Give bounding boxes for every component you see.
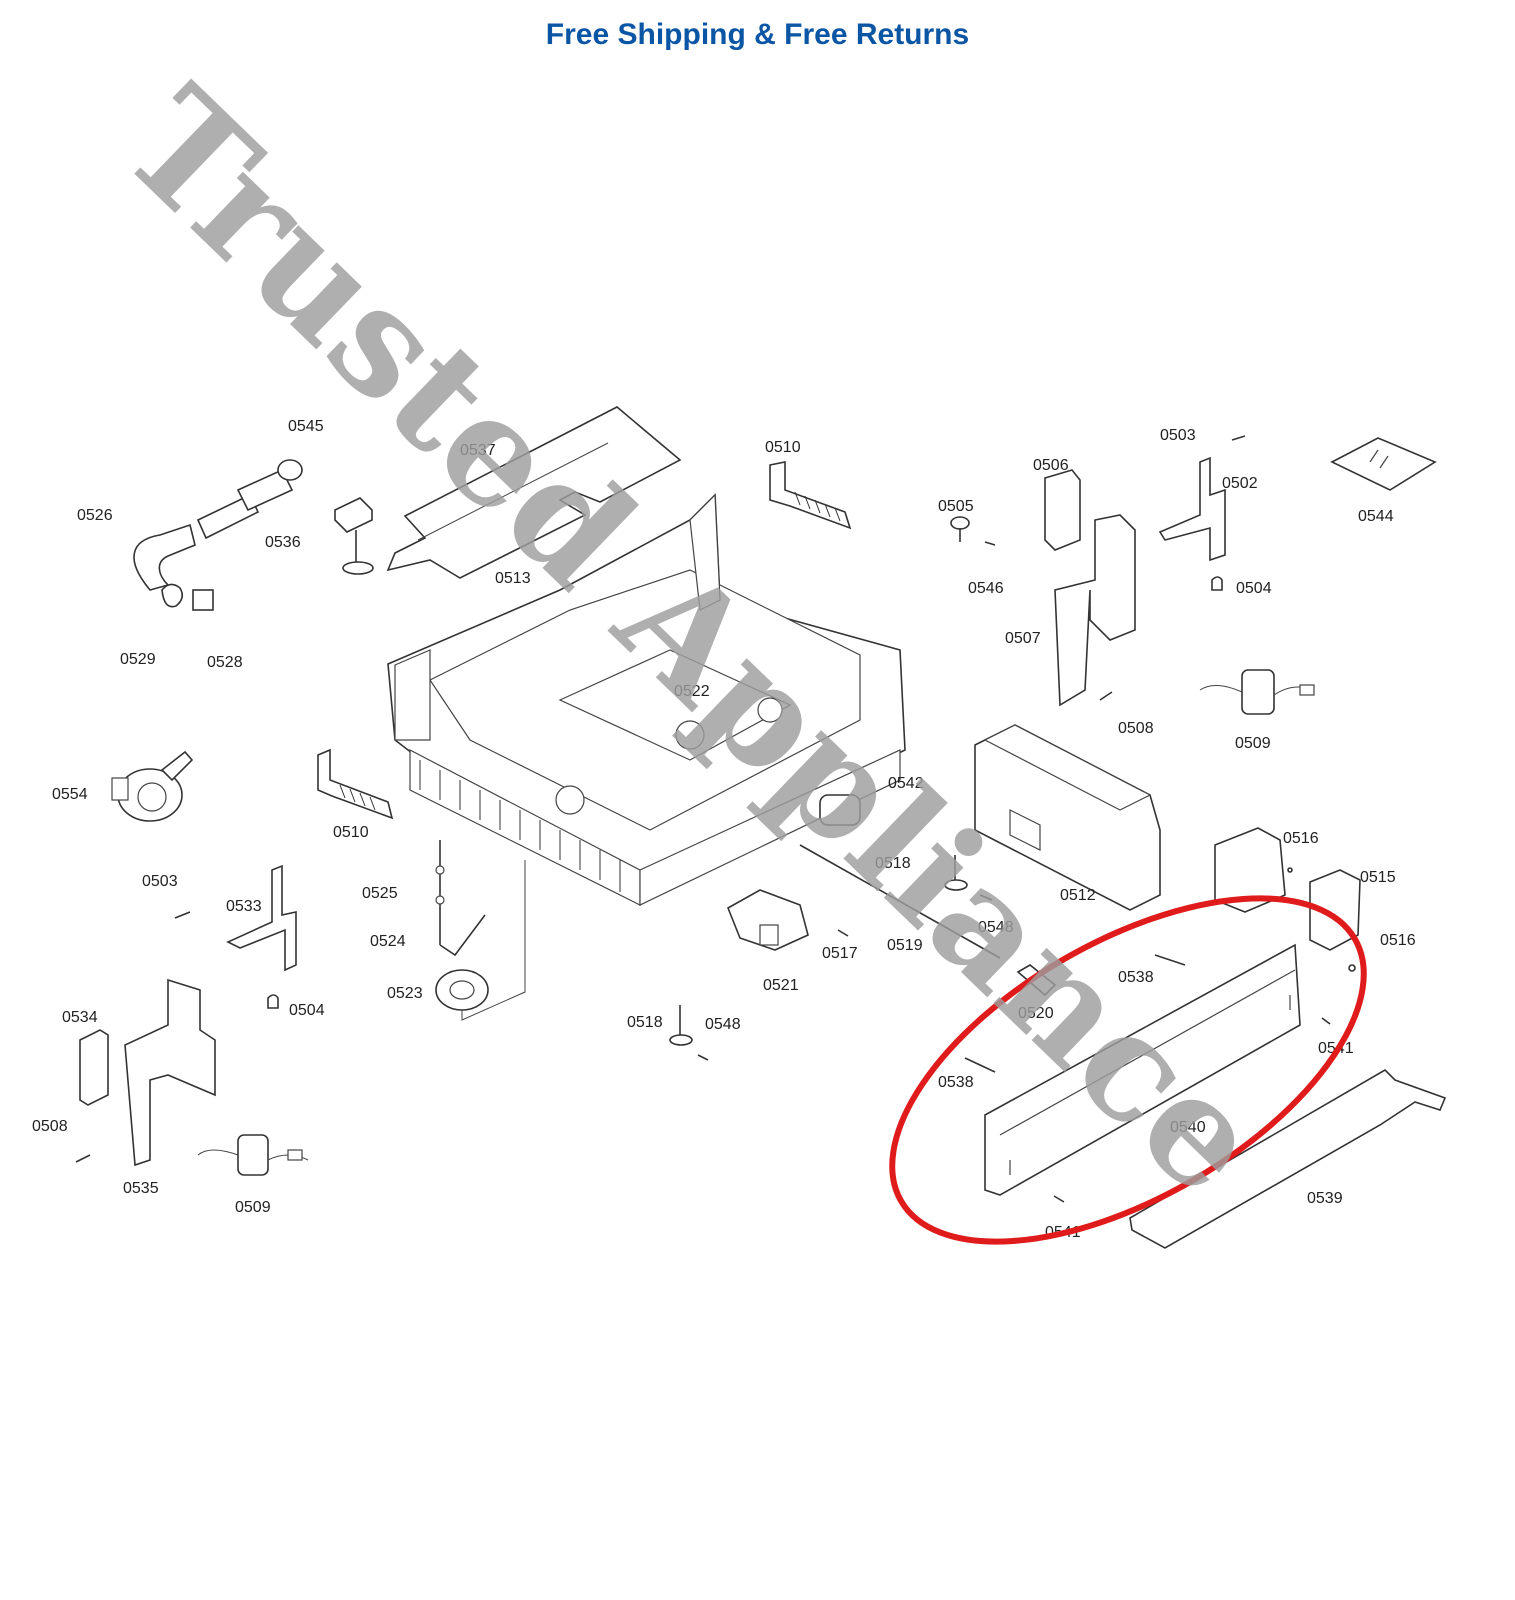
part-label: 0546: [968, 580, 1004, 597]
part-0518-screw-upper: [944, 855, 968, 891]
part-0525-rod: [435, 840, 445, 945]
part-0502-bracket: [1158, 456, 1226, 562]
part-label: 0509: [235, 1199, 271, 1216]
part-0542-sensor: [819, 794, 861, 826]
part-0526-hose: [133, 459, 303, 591]
watermark-text: Trusted Appliance: [91, 55, 1297, 1228]
part-label: 0508: [32, 1118, 68, 1135]
part-label: 0512: [1060, 887, 1096, 904]
part-label: 0529: [120, 651, 156, 668]
part-0521-valve: [726, 889, 809, 951]
part-0540-kick-panel: [984, 943, 1301, 1196]
promo-banner: Free Shipping & Free Returns: [545, 18, 970, 51]
part-label: 0522: [674, 683, 710, 700]
part-0528-bracket: [192, 589, 214, 611]
part-label: 0523: [387, 985, 423, 1002]
part-label: 0517: [822, 945, 858, 962]
part-label: 0548: [705, 1016, 741, 1033]
part-0544-plate: [1330, 437, 1437, 491]
part-0518-screw-lower: [669, 1005, 693, 1046]
part-label: 0503: [142, 873, 178, 890]
part-label: 0508: [1118, 720, 1154, 737]
part-labels: 0545 0537 0510 0503 0502 0506 0544 0526 …: [32, 418, 1416, 1241]
part-label: 0502: [1222, 475, 1258, 492]
part-label: 0518: [627, 1014, 663, 1031]
part-label: 0533: [226, 898, 262, 915]
part-0519-cable: [799, 844, 1001, 959]
part-0506-bracket: [1044, 469, 1081, 551]
part-0534-cover: [79, 1029, 109, 1106]
part-label: 0534: [62, 1009, 98, 1026]
part-label: 0510: [333, 824, 369, 841]
part-label: 0513: [495, 570, 531, 587]
part-0523-float: [435, 860, 526, 1021]
part-label: 0521: [763, 977, 799, 994]
part-label: 0515: [1360, 869, 1396, 886]
part-0535-bracket: [124, 978, 216, 1167]
part-0539-toe-plate: [1129, 1068, 1447, 1249]
part-0529-clamp: [161, 583, 184, 608]
part-label: 0526: [77, 507, 113, 524]
part-label: 0538: [1118, 969, 1154, 986]
part-label: 0504: [289, 1002, 325, 1019]
part-0524-lever: [439, 914, 486, 957]
part-label: 0520: [1018, 1005, 1054, 1022]
part-label: 0548: [978, 919, 1014, 936]
parts-artwork: [75, 406, 1447, 1249]
part-label: 0516: [1283, 830, 1319, 847]
part-0510-rail-left: [317, 748, 394, 820]
part-0505-screw: [950, 516, 970, 542]
part-label: 0518: [875, 855, 911, 872]
part-0510-rail-top: [769, 461, 852, 530]
part-label: 0535: [123, 1180, 159, 1197]
part-label: 0542: [888, 775, 924, 792]
part-label: 0544: [1358, 508, 1394, 525]
part-label: 0503: [1160, 427, 1196, 444]
part-0554-pump: [111, 750, 194, 822]
part-label: 0538: [938, 1074, 974, 1091]
part-label: 0505: [938, 498, 974, 515]
part-0509-switch-left: [197, 1134, 309, 1176]
part-0537-panel: [386, 406, 682, 579]
part-label: 0528: [207, 654, 243, 671]
part-label: 0510: [765, 439, 801, 456]
part-label: 0516: [1380, 932, 1416, 949]
part-label: 0525: [362, 885, 398, 902]
part-0533-bracket: [226, 864, 297, 972]
part-label: 0537: [460, 442, 496, 459]
part-label: 0540: [1170, 1119, 1206, 1136]
part-label: 0524: [370, 933, 406, 950]
part-small-screws: [75, 435, 1356, 1203]
part-0536-foot: [334, 497, 374, 575]
part-label: 0554: [52, 786, 88, 803]
part-label: 0507: [1005, 630, 1041, 647]
part-0507-bracket: [1054, 514, 1136, 707]
part-label: 0506: [1033, 457, 1069, 474]
part-label: 0509: [1235, 735, 1271, 752]
highlight-ellipse: [889, 895, 1367, 1245]
part-0512-housing: [974, 724, 1161, 911]
part-0513-base: [387, 493, 906, 906]
part-label: 0519: [887, 937, 923, 954]
part-label: 0545: [288, 418, 324, 435]
part-label: 0536: [265, 534, 301, 551]
part-0509-switch-right: [1199, 669, 1315, 715]
part-0520-fitting: [1016, 964, 1057, 997]
part-label: 0504: [1236, 580, 1272, 597]
part-label: 0539: [1307, 1190, 1343, 1207]
